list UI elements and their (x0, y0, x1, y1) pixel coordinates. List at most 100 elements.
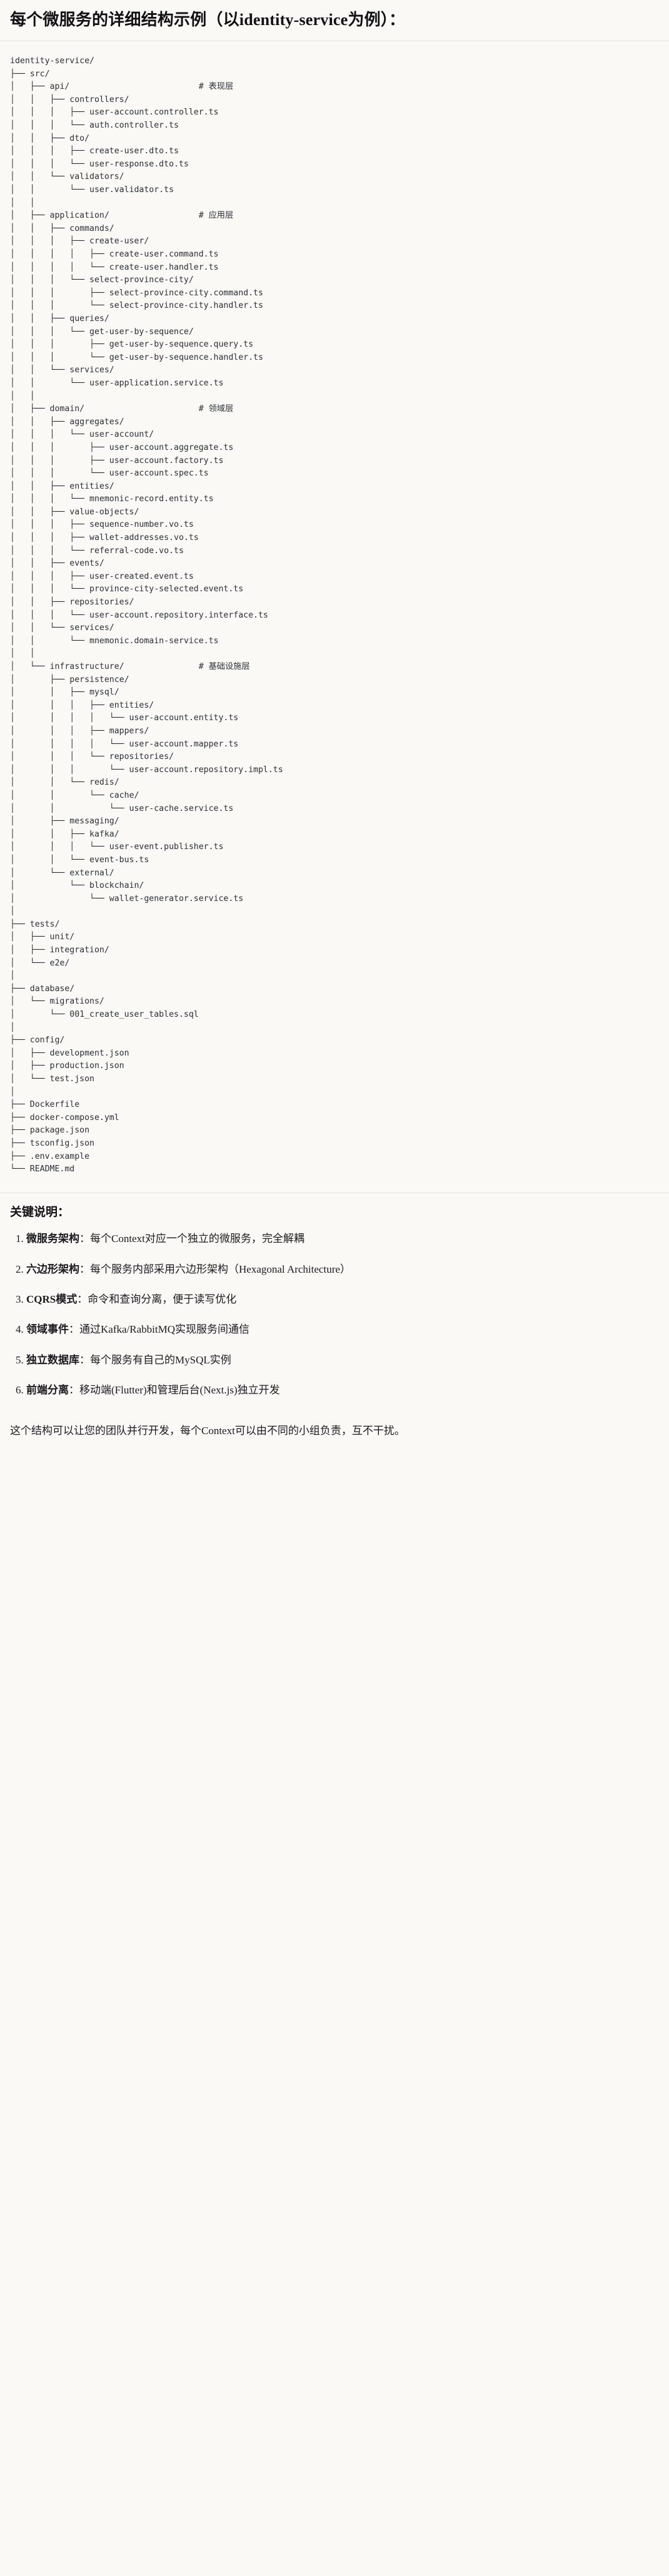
tree-line: │ ├── integration/ (10, 945, 109, 955)
tree-line: │ │ │ └── user-account.repository.interf… (10, 610, 268, 620)
tree-line: │ ├── messaging/ (10, 817, 119, 827)
tree-line: ├── config/ (10, 1036, 65, 1046)
key-note-item: 六边形架构：每个服务内部采用六边形架构（Hexagonal Architectu… (26, 1261, 659, 1278)
tree-line: │ └── e2e/ (10, 958, 70, 968)
tree-line: │ │ (10, 391, 35, 401)
key-note-item: 领域事件：通过Kafka/RabbitMQ实现服务间通信 (26, 1321, 659, 1338)
key-note-separator: ： (79, 1233, 90, 1245)
tree-line: │ │ ├── aggregates/ (10, 417, 124, 427)
tree-line: │ │ └── mnemonic.domain-service.ts (10, 636, 219, 646)
tree-line: │ │ │ ├── user-created.event.ts (10, 571, 194, 581)
tree-line: │ │ │ └── get-user-by-sequence.handler.t… (10, 352, 263, 362)
tree-line: │ │ └── event-bus.ts (10, 855, 149, 865)
key-note-term: 领域事件 (26, 1323, 69, 1336)
tree-line: │ │ │ ├── sequence-number.vo.ts (10, 520, 194, 530)
tree-line: │ │ ├── queries/ (10, 313, 109, 323)
key-note-description: 每个Context对应一个独立的微服务，完全解耦 (90, 1233, 304, 1245)
tree-line: │ │ └── services/ (10, 365, 114, 375)
key-notes-heading: 关键说明： (10, 1205, 70, 1219)
tree-line: │ │ │ ├── user-account.controller.ts (10, 108, 219, 118)
tree-line: │ │ │ ├── user-account.factory.ts (10, 456, 224, 466)
key-note-term: CQRS模式 (26, 1293, 78, 1306)
tree-line: │ ├── development.json (10, 1048, 129, 1058)
tree-line: │ │ ├── mysql/ (10, 688, 119, 698)
tree-line: │ │ │ └── user-event.publisher.ts (10, 842, 224, 852)
tree-line: │ │ ├── events/ (10, 559, 104, 569)
key-notes-section: 关键说明： 微服务架构：每个Context对应一个独立的微服务，完全解耦六边形架… (0, 1204, 669, 1419)
tree-line: │ └── infrastructure/ # 基础设施层 (10, 662, 250, 671)
tree-line: │ │ ├── dto/ (10, 133, 90, 143)
tree-line: ├── .env.example (10, 1151, 90, 1161)
tree-line: │ │ │ └── user-account/ (10, 430, 154, 440)
directory-tree: identity-service/ ├── src/ │ ├── api/ # … (10, 55, 659, 1176)
tree-line: │ │ │ ├── mappers/ (10, 726, 149, 736)
tree-line: │ (10, 971, 15, 981)
tree-line: │ │ ├── value-objects/ (10, 507, 139, 517)
tree-line: ├── src/ (10, 69, 50, 79)
tree-line: │ │ │ ├── create-user/ (10, 237, 149, 247)
tree-line: │ │ (10, 198, 35, 208)
tree-line: └── README.md (10, 1164, 75, 1174)
directory-tree-code-block: identity-service/ ├── src/ │ ├── api/ # … (0, 41, 669, 1193)
key-note-description: 移动端(Flutter)和管理后台(Next.js)独立开发 (79, 1384, 280, 1397)
tree-line: │ │ │ ├── select-province-city.command.t… (10, 288, 263, 298)
key-note-term: 微服务架构 (26, 1233, 79, 1245)
tree-line: │ ├── api/ # 表现层 (10, 82, 234, 92)
tree-line: │ │ │ ├── create-user.dto.ts (10, 146, 179, 156)
tree-line: ├── tests/ (10, 919, 60, 929)
tree-line: │ (10, 1087, 15, 1097)
tree-line: │ ├── application/ # 应用层 (10, 211, 234, 221)
tree-line: │ │ │ ├── user-account.aggregate.ts (10, 442, 234, 452)
tree-line: │ ├── persistence/ (10, 675, 129, 685)
key-note-separator: ： (77, 1293, 88, 1306)
tree-line: │ (10, 907, 15, 917)
tree-line: │ ├── unit/ (10, 932, 75, 942)
tree-line: │ └── 001_create_user_tables.sql (10, 1010, 199, 1020)
tree-line: │ │ │ └── user-account.repository.impl.t… (10, 765, 283, 775)
tree-line: │ │ └── services/ (10, 623, 114, 633)
tree-line: │ │ └── user-application.service.ts (10, 378, 224, 388)
key-note-item: 独立数据库：每个服务有自己的MySQL实例 (26, 1352, 659, 1368)
key-note-description: 每个服务有自己的MySQL实例 (90, 1353, 231, 1366)
tree-line: │ └── blockchain/ (10, 881, 144, 891)
tree-line: │ └── wallet-generator.service.ts (10, 893, 244, 904)
key-note-term: 六边形架构 (26, 1263, 79, 1275)
tree-line: ├── Dockerfile (10, 1100, 80, 1110)
tree-line: │ │ │ └── select-province-city/ (10, 275, 194, 285)
key-notes-list: 微服务架构：每个Context对应一个独立的微服务，完全解耦六边形架构：每个服务… (10, 1231, 659, 1398)
key-note-term: 独立数据库 (26, 1353, 79, 1366)
tree-line: ├── database/ (10, 984, 75, 994)
key-note-term: 前端分离 (26, 1384, 69, 1397)
page-title: 每个微服务的详细结构示例（以identity-service为例）： (10, 11, 406, 29)
tree-line: │ │ │ └── repositories/ (10, 752, 174, 762)
tree-line: │ │ │ └── user-response.dto.ts (10, 159, 189, 169)
tree-line: │ │ (10, 649, 35, 659)
tree-line: │ │ └── user-cache.service.ts (10, 803, 234, 813)
tree-line: │ ├── domain/ # 领域层 (10, 404, 234, 414)
document-page: 每个微服务的详细结构示例（以identity-service为例）： ident… (0, 0, 669, 1440)
tree-line: │ └── test.json (10, 1074, 94, 1084)
key-note-description: 通过Kafka/RabbitMQ实现服务间通信 (79, 1323, 249, 1336)
tree-line: │ │ └── cache/ (10, 790, 139, 800)
key-note-item: 前端分离：移动端(Flutter)和管理后台(Next.js)独立开发 (26, 1382, 659, 1398)
tree-line: │ │ ├── kafka/ (10, 829, 119, 839)
tree-line: │ │ │ └── user-account.spec.ts (10, 469, 209, 479)
tree-line: │ └── migrations/ (10, 997, 104, 1007)
tree-line: │ │ │ └── mnemonic-record.entity.ts (10, 494, 214, 504)
key-note-item: CQRS模式：命令和查询分离，便于读写优化 (26, 1291, 659, 1308)
tree-line: │ │ │ └── referral-code.vo.ts (10, 546, 184, 556)
tree-line: │ │ │ │ └── create-user.handler.ts (10, 262, 219, 272)
tree-line: │ │ │ ├── entities/ (10, 700, 154, 710)
tree-line: │ ├── production.json (10, 1061, 124, 1071)
tree-line: │ │ │ ├── wallet-addresses.vo.ts (10, 533, 199, 543)
key-note-separator: ： (79, 1353, 90, 1366)
tree-line: │ │ │ └── auth.controller.ts (10, 121, 179, 131)
tree-line: │ │ └── redis/ (10, 778, 119, 788)
tree-line: │ │ │ └── province-city-selected.event.t… (10, 584, 244, 594)
tree-line: │ │ │ │ └── user-account.entity.ts (10, 713, 239, 723)
key-note-description: 命令和查询分离，便于读写优化 (88, 1293, 237, 1306)
key-note-description: 每个服务内部采用六边形架构（Hexagonal Architecture） (90, 1263, 351, 1275)
tree-line: │ │ │ ├── get-user-by-sequence.query.ts (10, 340, 254, 350)
tree-line: │ │ ├── controllers/ (10, 94, 129, 104)
tree-line: │ (10, 1022, 15, 1032)
